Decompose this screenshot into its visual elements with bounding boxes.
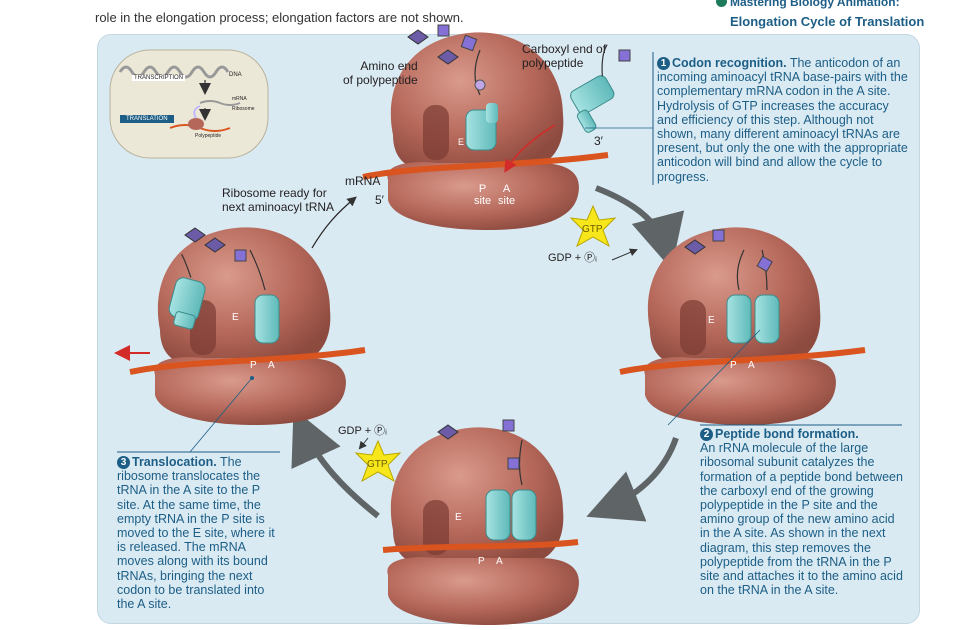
inset-transcription-label: TRANSCRIPTION [132, 75, 186, 81]
gtp-label-1: GTP [582, 224, 603, 235]
gtp-star-2: GTP [354, 439, 402, 483]
site-a-word: site [498, 195, 516, 207]
ribosome-step-codon: E [362, 24, 609, 230]
mrna-label: mRNA [345, 174, 381, 188]
exiting-trna [168, 253, 206, 330]
ready-line-2: next aminoacyl tRNA [222, 200, 335, 214]
inset-polypeptide-label: Polypeptide [195, 133, 222, 139]
site-p-letter: P [478, 183, 487, 195]
step-2-text: An rRNA molecule of the large ribosomal … [700, 441, 903, 598]
resource-title[interactable]: Elongation Cycle of Translation [730, 14, 925, 29]
site-a-bottom: A [495, 556, 515, 567]
site-pa-right: PA [730, 360, 767, 371]
ribosome-step-bond-formed [382, 419, 579, 625]
gdp-label-1: GDP + Ⓟᵢ [548, 251, 597, 264]
site-p-bottom: P [478, 556, 496, 567]
step-2-number: 2 [700, 428, 713, 441]
site-a-letter: A [502, 183, 511, 195]
resource-icon [716, 0, 727, 7]
step-2-title: Peptide bond formation. [715, 427, 859, 441]
step-3-text: The ribosome translocates the tRNA in th… [117, 455, 275, 612]
step-1-title: Codon recognition. [672, 56, 787, 70]
inset-dna-label: DNA [229, 72, 242, 78]
ready-label: Ribosome ready for next aminoacyl tRNA [222, 186, 334, 214]
inset-mrna-label: mRNA [232, 96, 247, 102]
amino-end-label: Amino end of polypeptide [343, 59, 418, 87]
site-pa-left: PA [250, 360, 287, 371]
amino-end-line-1: Amino end [360, 59, 418, 73]
site-p-left: P [250, 360, 268, 371]
intro-line: role in the elongation process; elongati… [95, 10, 464, 25]
ready-line-1: Ribosome ready for [222, 186, 327, 200]
gtp-star-1: GTP [569, 204, 617, 248]
step-1-number: 1 [657, 57, 670, 70]
step-3-title: Translocation. [132, 455, 217, 469]
incoming-amino-acid [618, 49, 631, 62]
site-e-left: E [232, 312, 239, 323]
incoming-trna [570, 44, 615, 133]
step-3-number: 3 [117, 456, 130, 469]
ribosome-step-translocation [129, 227, 366, 425]
resource-label[interactable]: Mastering Biology Animation: [716, 0, 900, 9]
site-e-label: E [458, 137, 464, 147]
amino-end-line-2: of polypeptide [343, 73, 418, 87]
five-prime-label: 5′ [375, 193, 384, 207]
site-a-left: A [267, 360, 287, 371]
site-e-right: E [708, 315, 715, 326]
site-a-label: A site [498, 183, 515, 207]
site-p-right: P [730, 360, 748, 371]
resource-label-text: Mastering Biology Animation: [730, 0, 900, 9]
gtp-label-2: GTP [367, 459, 388, 470]
gdp-label-2: GDP + Ⓟᵢ [338, 424, 387, 437]
site-a-right: A [747, 360, 767, 371]
inset-translation-label: TRANSLATION [120, 115, 174, 123]
carboxyl-end-line-1: Carboxyl end of [522, 42, 607, 56]
site-p-word: site [474, 195, 492, 207]
carboxyl-end-line-2: polypeptide [522, 56, 584, 70]
step-1-text: The anticodon of an incoming aminoacyl t… [657, 56, 908, 184]
ribosome-step-peptide [619, 227, 866, 425]
site-pa-bottom: PA [478, 556, 515, 567]
site-p-label: P site [474, 183, 491, 207]
site-e-bottom: E [455, 512, 462, 523]
overview-inset [109, 49, 269, 159]
carboxyl-end-label: Carboxyl end of polypeptide [522, 42, 606, 70]
three-prime-label: 3′ [594, 134, 603, 148]
inset-ribosome-label: Ribosome [232, 106, 255, 112]
